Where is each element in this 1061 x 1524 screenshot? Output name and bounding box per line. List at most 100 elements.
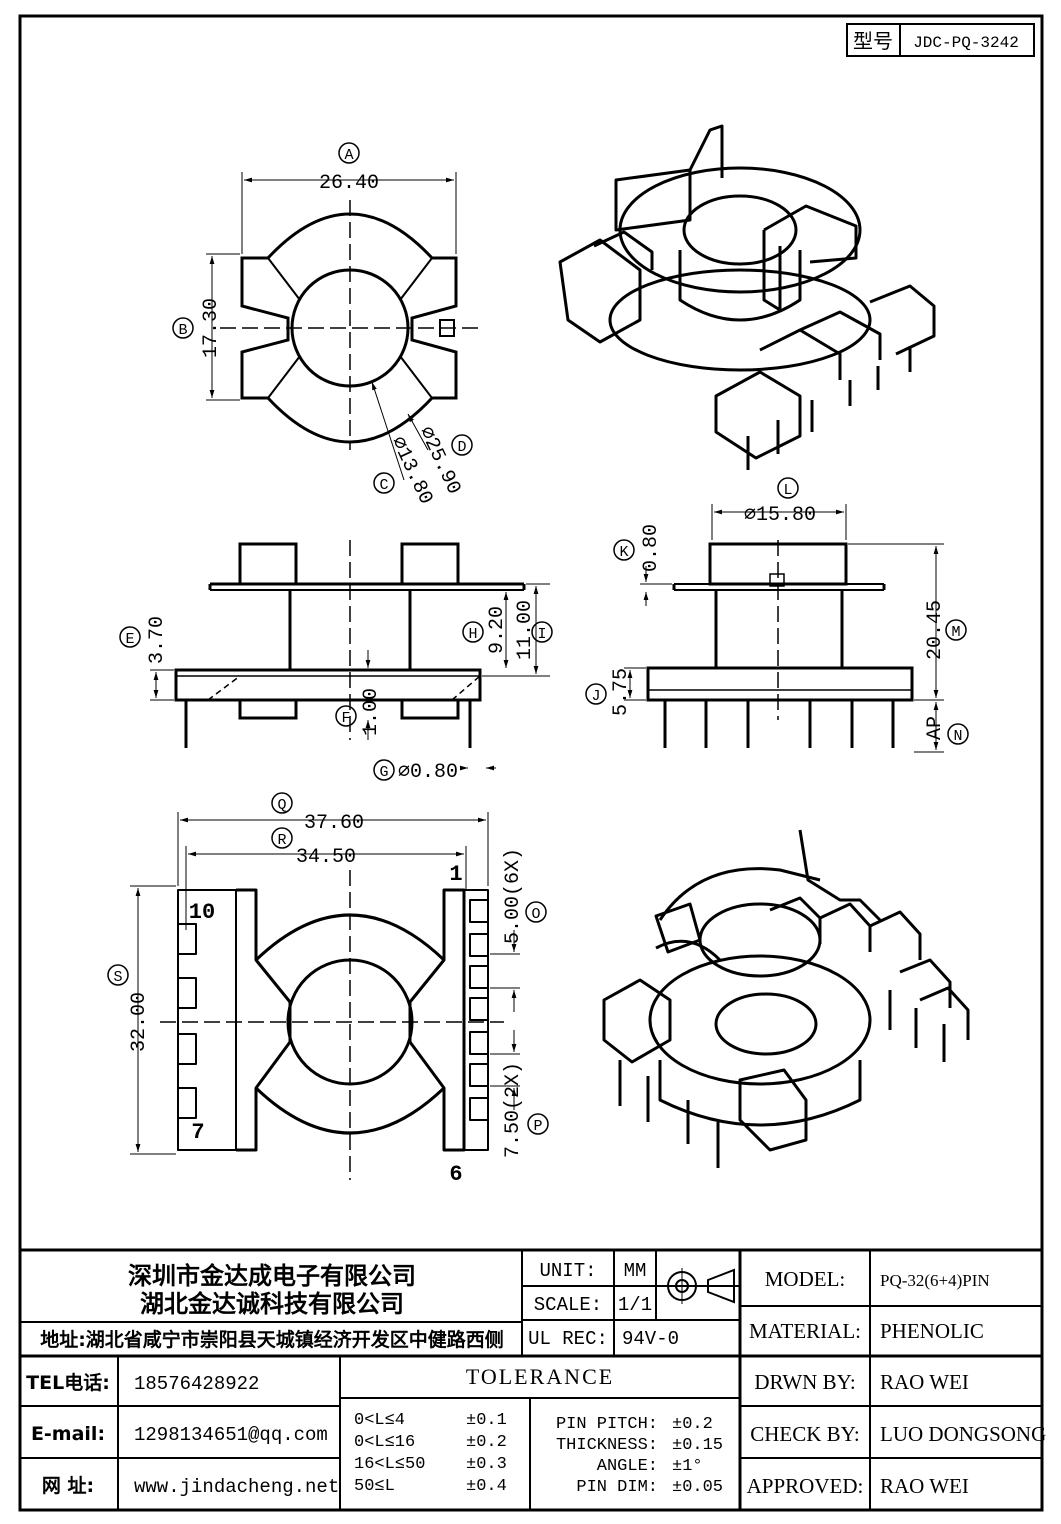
dim-b-value: 17.30 — [200, 298, 223, 358]
pin-label-7: 7 — [191, 1120, 204, 1145]
bottom-view-labels: Q 37.60 R 34.50 S 32.00 O 5.00(6X) P 7.5… — [107, 792, 549, 1187]
dim-n-letter: N — [953, 728, 962, 745]
part-number: JDC-PQ-3242 — [913, 34, 1019, 52]
tolerance-table-right: PIN PITCH:±0.2THICKNESS:±0.15ANGLE:±1°PI… — [556, 1415, 723, 1497]
material-label: MATERIAL: — [749, 1319, 861, 1343]
front-view — [150, 540, 550, 771]
dim-k-letter: K — [619, 544, 628, 561]
tolerance-table-left: 0<L≤4 ±0.1 0<L≤16 ±0.2 16<L≤50 ±0.3 50≤L ±0.4 — [354, 1411, 507, 1496]
tolerance-range: 0<L≤16 — [354, 1433, 415, 1452]
drawn-by-value: RAO WEI — [880, 1370, 969, 1394]
type-label: 型号 — [853, 30, 893, 55]
scale-label: SCALE: — [534, 1294, 602, 1316]
dim-i-value: 11.00 — [514, 600, 537, 660]
ul-label: UL REC: — [528, 1328, 608, 1350]
dim-j-letter: J — [591, 688, 600, 705]
tolerance-extra-value: ±0.15 — [672, 1436, 723, 1455]
tolerance-extra-value: ±1° — [672, 1457, 703, 1476]
tolerance-range: 50≤L — [354, 1477, 395, 1496]
dim-p-value: 7.50(2X) — [502, 1062, 525, 1158]
dim-d-letter: D — [457, 439, 466, 456]
dim-m-value: 20.45 — [924, 600, 947, 660]
tolerance-extra-label: THICKNESS: — [556, 1436, 658, 1455]
dim-g-value: ⌀0.80 — [398, 761, 458, 784]
pin-label-10: 10 — [189, 900, 215, 925]
tolerance-extra-label: PIN DIM: — [576, 1478, 658, 1497]
dim-g-letter: G — [379, 764, 388, 781]
tel-label: TEL电话: — [26, 1371, 110, 1394]
dim-e-value: 3.70 — [146, 616, 169, 664]
dim-c-letter: C — [379, 477, 388, 494]
dim-h-letter: H — [468, 626, 477, 643]
dim-n-value: AP — [924, 716, 947, 740]
dim-r-value: 34.50 — [296, 846, 356, 869]
dim-q-value: 37.60 — [304, 812, 364, 835]
bottom-view — [130, 812, 520, 1180]
dim-s-letter: S — [113, 969, 122, 986]
tolerance-range: 16<L≤50 — [354, 1455, 425, 1474]
pin-label-1: 1 — [449, 862, 462, 887]
company-address: 地址:湖北省咸宁市崇阳县天城镇经济开发区中健路西侧 — [40, 1328, 504, 1351]
check-by-label: CHECK BY: — [750, 1422, 860, 1446]
model-label: MODEL: — [765, 1267, 846, 1291]
dim-f-letter: F — [341, 710, 350, 727]
dim-f-value: 1.00 — [360, 688, 383, 736]
isometric-view-bottom — [602, 829, 970, 1168]
tolerance-title: TOLERANCE — [466, 1364, 614, 1389]
tolerance-extra-value: ±0.2 — [672, 1415, 713, 1434]
dim-p-letter: P — [533, 1118, 542, 1135]
dim-e-letter: E — [125, 631, 134, 648]
ul-value: 94V-0 — [622, 1328, 679, 1350]
dim-l-letter: L — [783, 482, 792, 499]
dim-o-value: 5.00(6X) — [502, 848, 525, 944]
tolerance-range: 0<L≤4 — [354, 1411, 405, 1430]
dim-a-value: 26.40 — [319, 172, 379, 195]
check-by-value: LUO DONGSONG — [880, 1422, 1046, 1446]
dim-o-letter: O — [531, 906, 540, 923]
approved-value: RAO WEI — [880, 1474, 969, 1498]
unit-value: MM — [624, 1260, 647, 1282]
tolerance-extra-value: ±0.05 — [672, 1478, 723, 1497]
top-view-labels: A 26.40 B 17.30 C ⌀13.80 D ⌀25.90 — [172, 142, 473, 508]
tolerance-value: ±0.3 — [466, 1455, 507, 1474]
dim-k-value: 0.80 — [640, 524, 663, 572]
projection-symbol-icon — [664, 1268, 735, 1304]
scale-value: 1/1 — [618, 1294, 652, 1316]
isometric-view-top — [558, 124, 936, 470]
company-name-1: 深圳市金达成电子有限公司 — [128, 1262, 416, 1290]
dim-h-value: 9.20 — [486, 606, 509, 654]
drawn-by-label: DRWN BY: — [754, 1370, 855, 1394]
dim-s-value: 32.00 — [128, 992, 151, 1052]
email-label: E-mail: — [31, 1423, 105, 1445]
unit-label: UNIT: — [539, 1260, 596, 1282]
part-number-box: 型号 JDC-PQ-3242 — [846, 23, 1035, 57]
model-value: PQ-32(6+4)PIN — [880, 1271, 990, 1290]
dim-i-letter: I — [537, 626, 546, 643]
title-block-text: 深圳市金达成电子有限公司 湖北金达诚科技有限公司 地址:湖北省咸宁市崇阳县天城镇… — [26, 1260, 1046, 1498]
side-view — [624, 504, 944, 753]
dim-r-letter: R — [277, 832, 286, 849]
dim-m-letter: M — [951, 624, 960, 641]
dim-l-value: ⌀15.80 — [744, 504, 816, 527]
pin-label-6: 6 — [449, 1162, 462, 1187]
top-view — [206, 172, 480, 481]
tolerance-value: ±0.2 — [466, 1433, 507, 1452]
tolerance-value: ±0.1 — [466, 1411, 507, 1430]
tolerance-value: ±0.4 — [466, 1477, 507, 1496]
dim-j-value: 5.75 — [610, 668, 633, 716]
front-view-labels: E 3.70 F 1.00 G ⌀0.80 H 9.20 I 11.00 — [119, 600, 553, 784]
approved-label: APPROVED: — [747, 1474, 864, 1498]
dim-b-letter: B — [178, 322, 187, 339]
email-value: 1298134651@qq.com — [134, 1424, 328, 1446]
tolerance-extra-label: ANGLE: — [597, 1457, 658, 1476]
title-block — [20, 1248, 1042, 1510]
web-value: www.jindacheng.net — [134, 1476, 339, 1498]
material-value: PHENOLIC — [880, 1319, 984, 1343]
dim-a-letter: A — [344, 147, 353, 164]
tel-value: 18576428922 — [134, 1373, 259, 1395]
dim-q-letter: Q — [277, 797, 286, 814]
side-view-labels: L ⌀15.80 K 0.80 J 5.75 M 20.45 N AP — [585, 477, 969, 745]
company-name-2: 湖北金达诚科技有限公司 — [140, 1290, 404, 1318]
web-label: 网 址: — [42, 1475, 94, 1497]
